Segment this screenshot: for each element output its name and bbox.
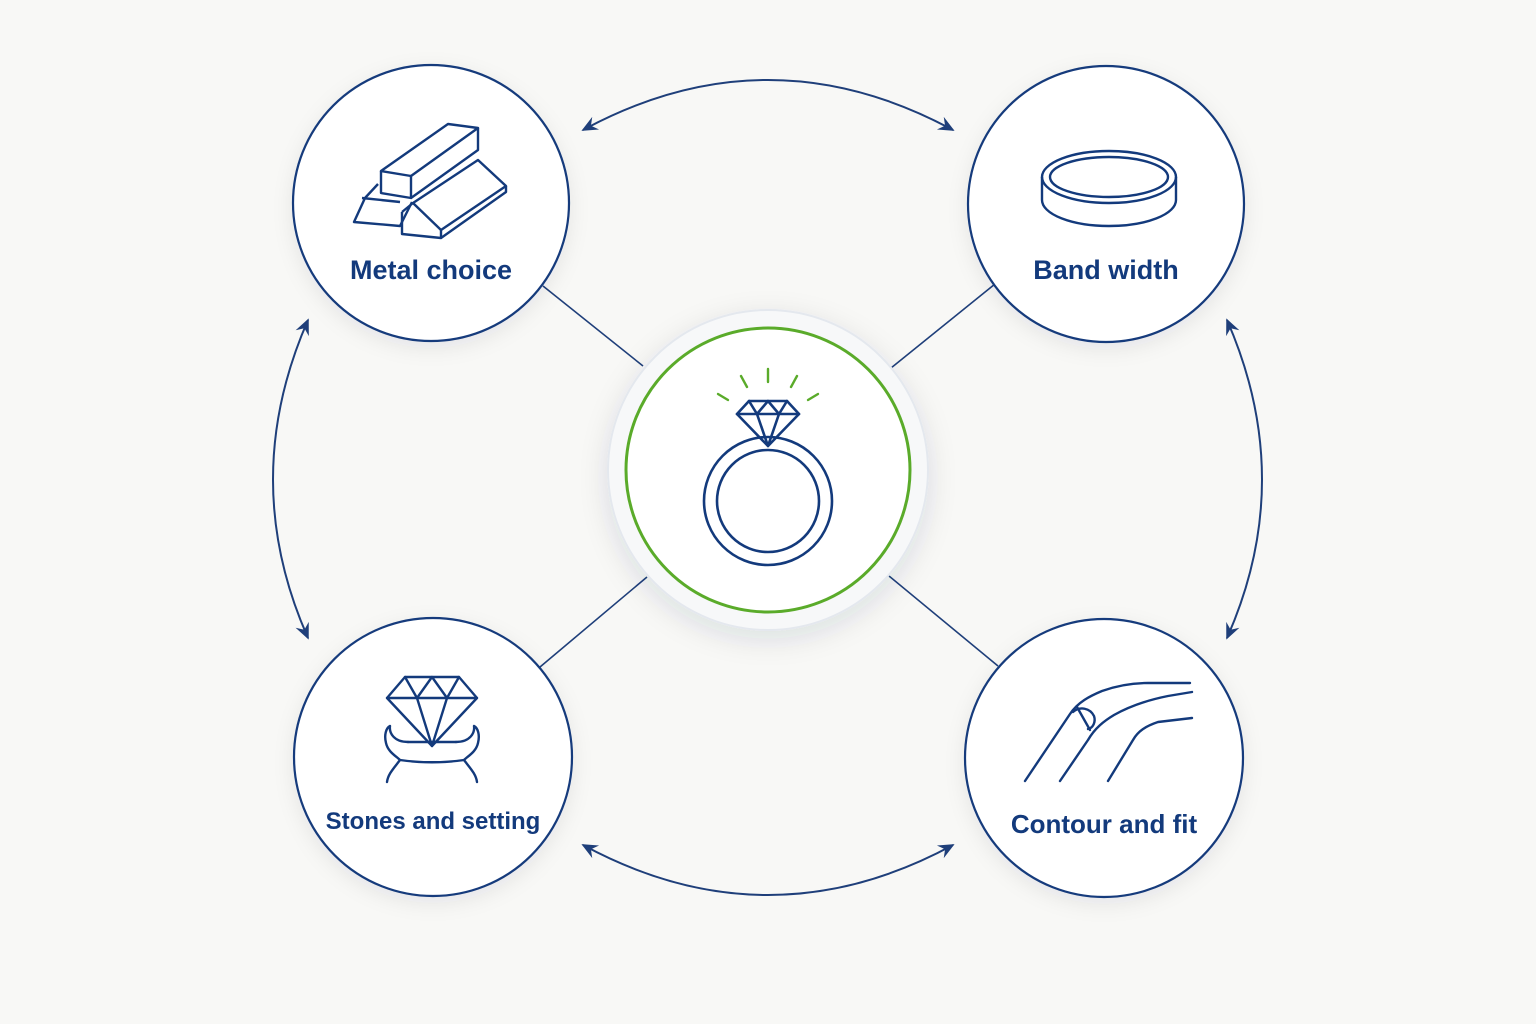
stones-and-setting-label: Stones and setting <box>326 808 541 835</box>
node-band-width: Band width <box>966 64 1246 344</box>
metal-choice-label: Metal choice <box>350 255 512 285</box>
connector-band <box>890 283 996 369</box>
center-node <box>607 309 929 631</box>
arrow-bottom <box>581 844 955 896</box>
band-ring-icon <box>1040 149 1178 228</box>
connector-contour <box>888 575 999 667</box>
hand-with-ring-icon <box>1023 681 1194 783</box>
diamond-ring-icon <box>702 367 834 567</box>
cycle-arrows <box>272 79 1263 896</box>
center-connectors <box>539 283 999 668</box>
node-metal-choice: Metal choice <box>291 63 571 343</box>
gold-bars-icon <box>352 122 508 240</box>
connector-stones <box>539 576 648 668</box>
node-stones-and-setting: Stones and setting <box>292 616 574 898</box>
contour-and-fit-label: Contour and fit <box>1011 809 1198 839</box>
band-width-label: Band width <box>1033 255 1178 285</box>
node-contour-and-fit: Contour and fit <box>963 617 1245 899</box>
diamond-setting-icon <box>384 675 480 784</box>
connector-metal <box>542 285 644 367</box>
arrow-top <box>581 79 955 131</box>
arrow-left <box>272 318 309 640</box>
arrow-right <box>1226 318 1263 640</box>
